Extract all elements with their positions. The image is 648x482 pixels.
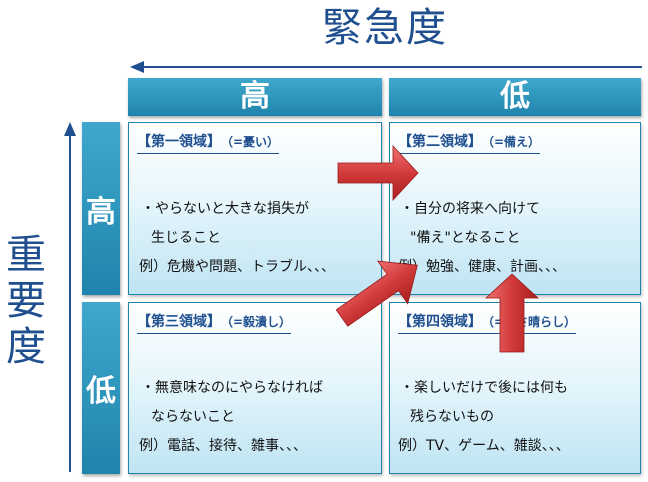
quadrant-line: 残らないもの	[410, 409, 494, 425]
urgency-axis-title: 緊急度	[322, 5, 448, 51]
quadrant-4: 【第四領域】（=憂さ晴らし） ・楽しいだけで後には何も 残らないもの 例）TV、…	[389, 302, 641, 474]
quadrant-line: 生じること	[151, 230, 221, 246]
quadrant-title-text: 【第二領域】	[398, 134, 482, 150]
urgency-high-header: 高	[128, 78, 382, 116]
quadrant-title: 【第二領域】 （=備え）	[398, 131, 541, 154]
quadrant-1: 【第一領域】 （=憂い） ・やらないと大きな損失が 生じること 例）危機や問題、ト…	[128, 122, 382, 295]
quadrant-3: 【第三領域】 （=毅潰し） ・無意味なのにやらなければ ならないこと 例）電話、接…	[128, 302, 382, 474]
quadrant-title-text: 【第三領域】	[137, 314, 221, 330]
quadrant-subtitle: （=毅潰し）	[227, 315, 292, 329]
quadrant-line: ・楽しいだけで後には何も	[400, 380, 568, 396]
quadrant-line: "備え"となること	[410, 230, 521, 246]
arrow-up	[484, 273, 540, 353]
importance-char: 重	[6, 232, 46, 278]
importance-arrowhead	[64, 122, 76, 136]
arrow-right	[337, 144, 419, 202]
quadrant-line: 例）勉強、健康、計画、、、	[398, 259, 566, 275]
quadrant-line: 例）電話、接待、雑事、、、	[139, 438, 307, 454]
urgency-arrowhead	[130, 61, 144, 73]
urgency-low-header: 低	[389, 78, 641, 116]
quadrant-subtitle: （=備え）	[488, 135, 541, 149]
importance-low-label: 低	[86, 374, 116, 409]
quadrant-line: ・やらないと大きな損失が	[141, 201, 309, 217]
quadrant-line: ・自分の将来へ向けて	[400, 201, 540, 217]
quadrant-line: 例）危機や問題、トラブル、、、	[139, 259, 335, 275]
quadrant-line: ・無意味なのにやらなければ	[141, 380, 323, 396]
quadrant-title: 【第一領域】 （=憂い）	[137, 131, 280, 154]
quadrant-title-text: 【第一領域】	[137, 134, 221, 150]
importance-axis-title: 重 要 度	[4, 232, 48, 370]
quadrant-title: 【第三領域】 （=毅潰し）	[137, 311, 292, 334]
importance-high-label: 高	[86, 194, 116, 230]
quadrant-line: ならないこと	[151, 409, 235, 425]
importance-char: 要	[6, 278, 46, 324]
importance-low-header: 低	[82, 302, 120, 474]
importance-char: 度	[6, 324, 46, 370]
quadrant-subtitle: （=憂い）	[227, 135, 280, 149]
quadrant-line: 例）TV、ゲーム、雑談、、、	[398, 438, 570, 454]
quadrant-title-text: 【第四領域】	[398, 314, 482, 330]
arrow-diagonal	[335, 260, 418, 327]
importance-high-header: 高	[82, 122, 120, 295]
quadrant-2: 【第二領域】 （=備え） ・自分の将来へ向けて "備え"となること 例）勉強、健康…	[389, 122, 641, 295]
